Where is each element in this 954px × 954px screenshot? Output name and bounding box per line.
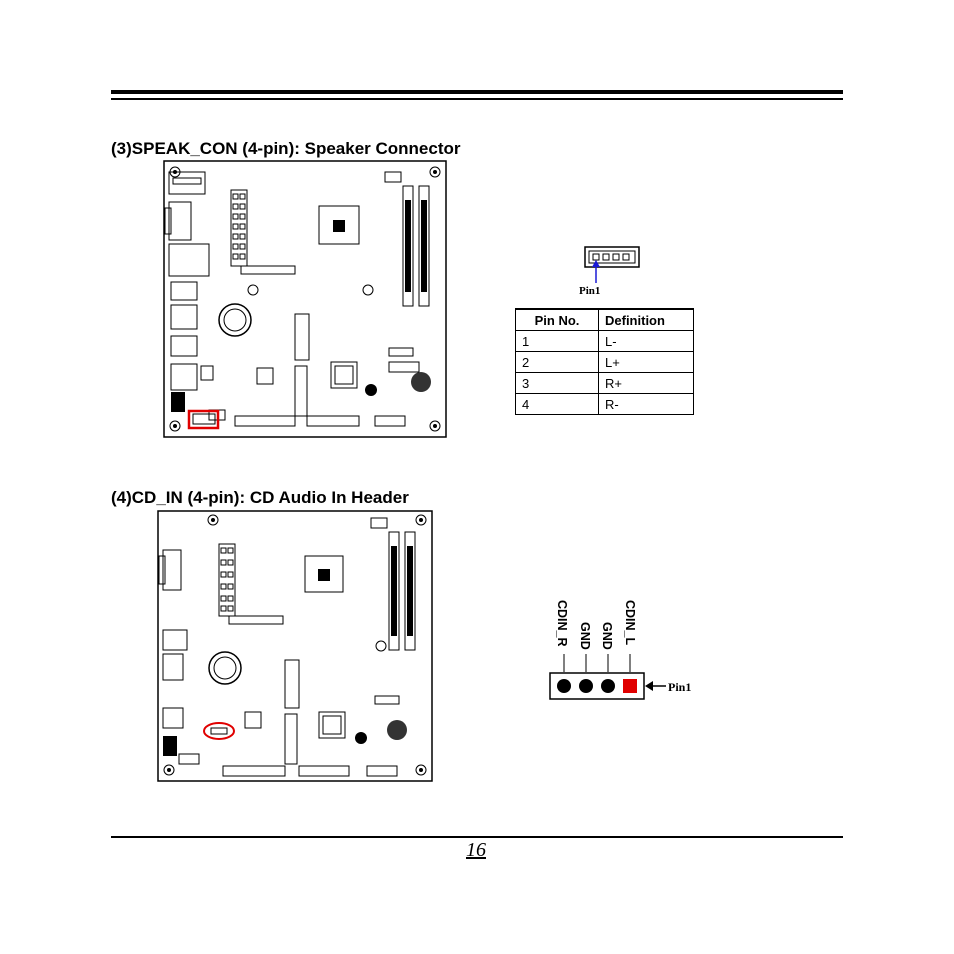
table-cell-pin: 2 <box>515 351 599 373</box>
speaker-pin-table: Pin No. Definition 1 L- 2 L+ 3 R+ 4 R- <box>515 308 694 415</box>
table-header-row: Pin No. Definition <box>515 308 694 331</box>
table-cell-pin: 4 <box>515 393 599 415</box>
bottom-rule <box>111 836 843 838</box>
speaker-connector-icon <box>584 246 640 283</box>
table-row: 4 R- <box>515 393 694 415</box>
page-number: 16 <box>466 839 486 861</box>
cdin-pin3-label: GND <box>578 622 592 650</box>
table-row: 1 L- <box>515 330 694 352</box>
top-rule-thin <box>111 98 843 100</box>
cdin-pin1-marker-label: Pin1 <box>668 680 692 694</box>
top-rule-thick <box>111 90 843 94</box>
speaker-pin1-label: Pin1 <box>579 285 601 297</box>
cdin-pin1-label: CDIN_L <box>623 600 637 646</box>
motherboard-diagram-speak-con <box>163 160 447 438</box>
table-header-pin: Pin No. <box>515 308 599 331</box>
section3-title: (3)SPEAK_CON (4-pin): Speaker Connector <box>111 139 461 158</box>
table-row: 2 L+ <box>515 351 694 373</box>
table-cell-def: R+ <box>598 372 694 394</box>
table-cell-def: L- <box>598 330 694 352</box>
motherboard-diagram-cd-in <box>157 510 433 782</box>
table-row: 3 R+ <box>515 372 694 394</box>
cdin-pin4-label: CDIN_R <box>555 600 569 647</box>
section4-title: (4)CD_IN (4-pin): CD Audio In Header <box>111 488 409 507</box>
cd-in-connector-icon <box>549 654 666 700</box>
table-cell-def: L+ <box>598 351 694 373</box>
table-header-definition: Definition <box>598 308 694 331</box>
table-cell-pin: 1 <box>515 330 599 352</box>
table-cell-def: R- <box>598 393 694 415</box>
table-cell-pin: 3 <box>515 372 599 394</box>
cdin-pin2-label: GND <box>600 622 614 650</box>
